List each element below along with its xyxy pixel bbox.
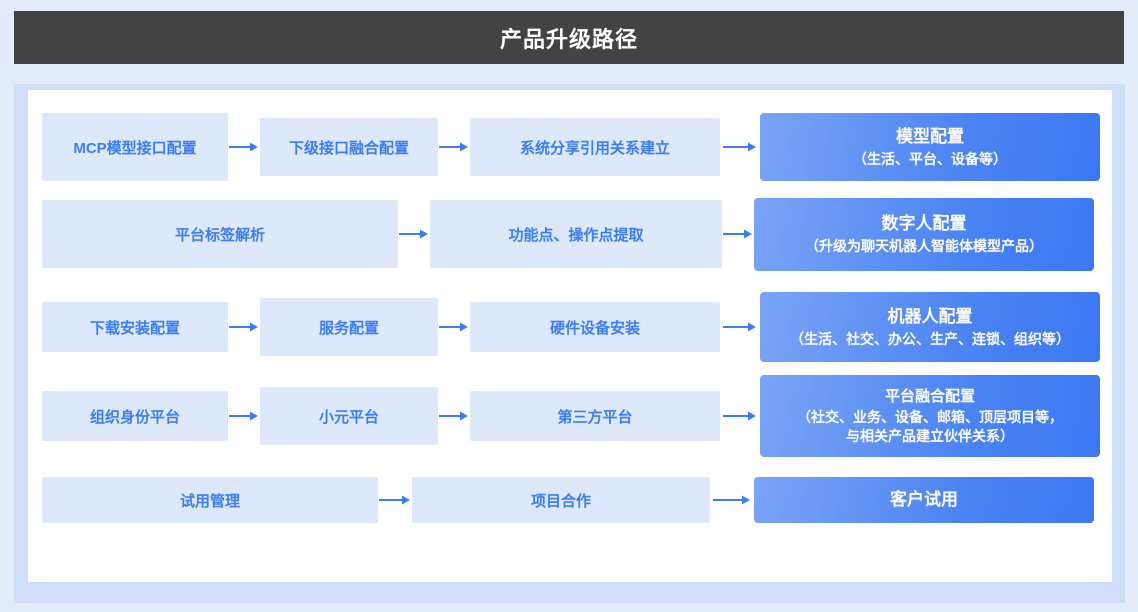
- result-title: 平台融合配置: [884, 388, 975, 406]
- step-box[interactable]: 小元平台: [260, 387, 438, 445]
- step-box[interactable]: 第三方平台: [470, 391, 720, 441]
- arrow-icon: [228, 302, 260, 352]
- step-box[interactable]: 下级接口融合配置: [260, 118, 438, 176]
- result-box[interactable]: 客户试用: [754, 477, 1094, 523]
- page-title: 产品升级路径: [499, 26, 638, 52]
- arrow-icon: [378, 477, 412, 523]
- flow-row-2: 平台标签解析 功能点、操作点提取 数字人配置 （升级为聊天机器人智能体模型产品）: [42, 197, 1094, 271]
- arrow-icon: [722, 200, 754, 268]
- step-box[interactable]: 组织身份平台: [42, 391, 228, 441]
- result-subtitle: （生活、社交、办公、生产、连锁、组织等）: [790, 331, 1070, 348]
- step-box[interactable]: 系统分享引用关系建立: [470, 118, 720, 176]
- arrow-icon: [720, 391, 760, 441]
- arrow-icon: [438, 302, 470, 352]
- arrow-icon: [228, 391, 260, 441]
- step-box[interactable]: 硬件设备安装: [470, 302, 720, 352]
- flow-row-3: 下载安装配置 服务配置 硬件设备安装 机器人配置 （生活、社交、办公、生产、连锁…: [42, 292, 1100, 362]
- result-title: 模型配置: [896, 126, 964, 146]
- flow-row-1: MCP模型接口配置 下级接口融合配置 系统分享引用关系建立 模型配置 （生活、平…: [42, 113, 1100, 181]
- step-box[interactable]: 服务配置: [260, 298, 438, 356]
- result-box[interactable]: 模型配置 （生活、平台、设备等）: [760, 113, 1100, 181]
- arrow-icon: [710, 477, 754, 523]
- step-box[interactable]: 试用管理: [42, 477, 378, 523]
- result-subtitle-line2: 与相关产品建立伙伴关系）: [846, 427, 1014, 444]
- result-subtitle: （生活、平台、设备等）: [853, 151, 1007, 168]
- result-subtitle: （升级为聊天机器人智能体模型产品）: [805, 238, 1043, 255]
- arrow-icon: [438, 113, 470, 181]
- result-title: 数字人配置: [881, 213, 967, 233]
- arrow-icon: [228, 113, 260, 181]
- result-box[interactable]: 机器人配置 （生活、社交、办公、生产、连锁、组织等）: [760, 292, 1100, 362]
- flow-row-4: 组织身份平台 小元平台 第三方平台 平台融合配置 （社交、业务、设备、邮箱、顶层…: [42, 375, 1100, 457]
- result-title: 客户试用: [890, 489, 958, 509]
- step-box[interactable]: 项目合作: [412, 477, 710, 523]
- page-header-bar: 产品升级路径: [14, 11, 1124, 64]
- step-box[interactable]: 下载安装配置: [42, 302, 228, 352]
- arrow-icon: [720, 302, 760, 352]
- arrow-icon: [720, 113, 760, 181]
- result-title: 机器人配置: [887, 306, 973, 326]
- flow-row-5: 试用管理 项目合作 客户试用: [42, 477, 1094, 523]
- arrow-icon: [398, 200, 430, 268]
- step-box[interactable]: MCP模型接口配置: [42, 113, 228, 181]
- arrow-icon: [438, 391, 470, 441]
- result-subtitle: （社交、业务、设备、邮箱、顶层项目等，: [797, 408, 1063, 425]
- result-box[interactable]: 数字人配置 （升级为聊天机器人智能体模型产品）: [754, 197, 1094, 271]
- result-box[interactable]: 平台融合配置 （社交、业务、设备、邮箱、顶层项目等， 与相关产品建立伙伴关系）: [760, 375, 1100, 457]
- step-box[interactable]: 功能点、操作点提取: [430, 200, 722, 268]
- step-box[interactable]: 平台标签解析: [42, 200, 398, 268]
